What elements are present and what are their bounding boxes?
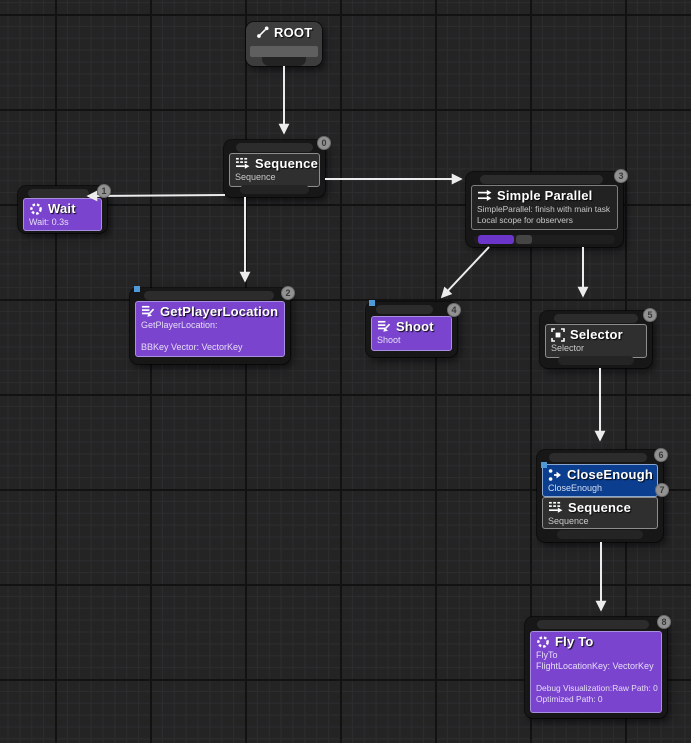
execution-order-badge: 8 — [657, 615, 671, 629]
node-get-player-location[interactable]: GetPlayerLocation GetPlayerLocation: BBK… — [130, 286, 295, 364]
node-title: ROOT — [274, 24, 313, 40]
node-subtitle: Sequence — [235, 172, 276, 182]
sequence-icon — [235, 157, 250, 170]
node-title: Fly To — [555, 634, 594, 649]
root-title-row: ROOT — [246, 22, 322, 40]
execution-order-badge: 7 — [655, 483, 669, 497]
node-title: Selector — [570, 327, 623, 342]
node-subtitle-line: Optimized Path: 0 — [536, 694, 603, 704]
main-task-pin[interactable] — [478, 235, 514, 244]
node-subtitle: Selector — [551, 343, 585, 353]
execution-order-badge: 0 — [317, 136, 331, 150]
close-enough-input-pin[interactable] — [549, 453, 647, 462]
wire-simpleparallel-to-shoot — [440, 246, 490, 299]
node-title: Simple Parallel — [497, 188, 593, 203]
node-shoot[interactable]: Shoot Shoot 4 — [366, 300, 461, 357]
task-icon — [377, 320, 391, 333]
sequence-input-pin[interactable] — [236, 143, 313, 152]
node-subtitle-line: FlightLocationKey: VectorKey — [536, 661, 654, 671]
node-fly-to[interactable]: Fly To FlyTo FlightLocationKey: VectorKe… — [525, 615, 671, 718]
wait-icon — [29, 202, 43, 216]
node-subtitle-line: FlyTo — [536, 650, 558, 660]
node-title: Sequence — [255, 156, 319, 171]
task-icon — [141, 305, 155, 318]
node-subtitle: Wait: 0.3s — [29, 217, 69, 227]
node-title: GetPlayerLocation — [160, 304, 279, 319]
node-subtitle-line: BBKey Vector: VectorKey — [141, 342, 243, 352]
execution-order-badge: 2 — [281, 286, 295, 300]
fly-to-icon — [536, 635, 550, 649]
node-simple-parallel[interactable]: Simple Parallel SimpleParallel: finish w… — [466, 169, 628, 247]
node-title: Shoot — [396, 319, 434, 334]
node-subtitle-line — [141, 331, 279, 342]
root-icon — [256, 25, 269, 39]
selector-output-pin[interactable] — [558, 356, 634, 365]
sequence-output-pin[interactable] — [240, 185, 309, 194]
execution-order-badge: 4 — [447, 303, 461, 317]
fly-to-input-pin[interactable] — [537, 620, 649, 629]
shoot-input-pin[interactable] — [376, 305, 433, 314]
node-title: CloseEnough — [567, 467, 653, 482]
observer-aborts-chip — [541, 462, 547, 468]
wait-input-pin[interactable] — [28, 189, 89, 198]
execution-order-badge: 6 — [654, 448, 668, 462]
get-player-location-input-pin[interactable] — [144, 291, 274, 300]
node-subtitle-line: GetPlayerLocation: — [141, 320, 218, 330]
execution-order-badge: 5 — [643, 308, 657, 322]
node-subtitle-line: Local scope for observers — [477, 215, 573, 225]
node-root[interactable]: ROOT — [246, 22, 322, 66]
close-enough-sequence-output-pin[interactable] — [557, 530, 643, 539]
root-output-pin[interactable] — [262, 57, 306, 66]
node-subtitle-line: SimpleParallel: finish with main task — [477, 204, 611, 214]
selector-input-pin[interactable] — [554, 314, 638, 323]
selector-icon — [551, 327, 565, 342]
node-subtitle-line — [536, 672, 656, 683]
node-sequence[interactable]: Sequence Sequence 0 — [224, 136, 331, 197]
simple-parallel-output-pins[interactable] — [474, 235, 615, 244]
node-title: Wait — [48, 201, 76, 216]
node-subtitle: Sequence — [548, 516, 589, 526]
node-wait[interactable]: Wait Wait: 0.3s 1 — [18, 184, 111, 233]
node-subtitle-line: Debug Visualization:Raw Path: 0 — [536, 683, 658, 693]
node-subtitle: Shoot — [377, 335, 401, 345]
sequence-icon — [548, 501, 563, 514]
root-body — [250, 46, 318, 57]
node-title: Sequence — [568, 500, 632, 515]
observer-aborts-chip — [369, 300, 375, 306]
observer-aborts-chip — [134, 286, 140, 292]
execution-order-badge: 3 — [614, 169, 628, 183]
decorator-icon — [548, 468, 562, 482]
simple-parallel-input-pin[interactable] — [480, 175, 603, 184]
node-close-enough-sequence[interactable]: CloseEnough CloseEnough Sequence Sequenc… — [537, 448, 669, 542]
execution-order-badge: 1 — [97, 184, 111, 198]
background-branch-pin[interactable] — [516, 235, 532, 244]
node-subtitle: CloseEnough — [548, 483, 603, 493]
node-selector[interactable]: Selector Selector 5 — [540, 308, 657, 368]
parallel-icon — [477, 189, 492, 202]
